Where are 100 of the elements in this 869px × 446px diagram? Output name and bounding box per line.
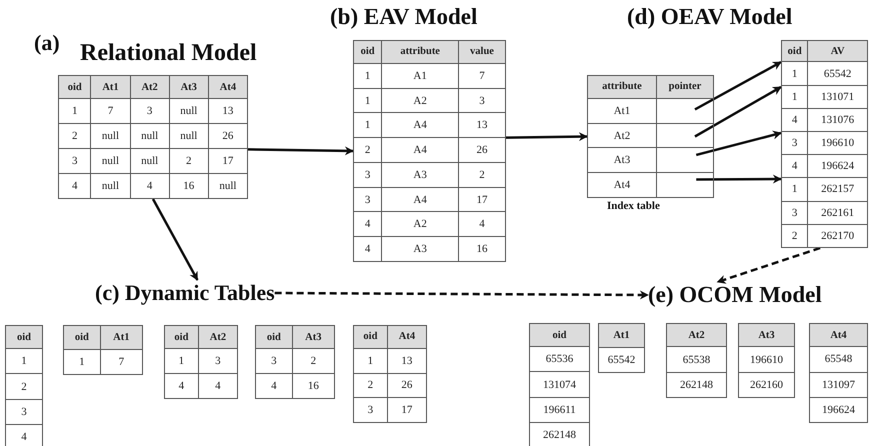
table-value: 196610 bbox=[738, 346, 794, 372]
table-value: null bbox=[90, 174, 130, 198]
table-value: 16 bbox=[458, 236, 506, 262]
table-value: 16 bbox=[169, 174, 208, 198]
column-header: At1 bbox=[100, 326, 142, 350]
table-value: 196624 bbox=[810, 397, 868, 422]
table-value: 7 bbox=[90, 98, 130, 124]
table-value: 196624 bbox=[808, 154, 868, 178]
table-value: 4 bbox=[164, 374, 198, 398]
column-header: value bbox=[458, 40, 506, 64]
column-header: oid bbox=[354, 40, 382, 64]
table-value: A3 bbox=[382, 162, 458, 188]
table-caption: Index table bbox=[607, 200, 660, 212]
data-table bbox=[58, 75, 248, 199]
column-header: At3 bbox=[169, 76, 208, 99]
table-value: 262148 bbox=[530, 422, 590, 446]
column-header: At2 bbox=[198, 326, 238, 349]
table-value: 3 bbox=[782, 131, 808, 155]
table-value: 131071 bbox=[808, 85, 868, 108]
table-value: A2 bbox=[382, 88, 458, 113]
column-header: attribute bbox=[588, 76, 656, 98]
table-value: 65538 bbox=[666, 346, 726, 372]
table-value: 3 bbox=[198, 348, 238, 374]
table-value: At4 bbox=[588, 172, 656, 198]
table-value: 3 bbox=[458, 88, 506, 113]
table-value: 262160 bbox=[738, 372, 794, 398]
table-value: 1 bbox=[354, 88, 382, 113]
table-value: 4 bbox=[458, 212, 506, 237]
panel-title: (b) EAV Model bbox=[330, 4, 478, 30]
column-header: At1 bbox=[598, 324, 644, 348]
table-value: 13 bbox=[458, 112, 506, 138]
column-header: At2 bbox=[130, 76, 170, 99]
arrow bbox=[696, 174, 782, 184]
table-value: 17 bbox=[458, 187, 506, 212]
table-value: 1 bbox=[782, 85, 808, 108]
table-value: 1 bbox=[782, 178, 808, 202]
arrow bbox=[696, 130, 782, 156]
table-value: null bbox=[130, 124, 170, 149]
table-value: 2 bbox=[169, 148, 208, 174]
table-value: 65542 bbox=[808, 62, 868, 86]
table-value: 26 bbox=[387, 373, 426, 398]
table-value: 2 bbox=[58, 124, 91, 149]
data-table bbox=[63, 325, 143, 375]
table-value: 3 bbox=[354, 187, 382, 212]
table-value: 4 bbox=[782, 154, 808, 178]
data-table bbox=[255, 325, 335, 399]
column-header: At3 bbox=[738, 324, 794, 347]
arrow bbox=[152, 198, 199, 281]
table-value: 26 bbox=[208, 124, 248, 149]
column-header: At1 bbox=[90, 76, 130, 99]
table-value: null bbox=[169, 124, 208, 149]
table-value: 1 bbox=[64, 349, 100, 374]
table-value: A2 bbox=[382, 212, 458, 237]
arrow bbox=[248, 146, 354, 156]
column-header: oid bbox=[164, 326, 198, 349]
column-header: At3 bbox=[292, 326, 334, 349]
table-value: 131097 bbox=[810, 372, 868, 398]
table-value: 131074 bbox=[530, 372, 590, 398]
table-value: 4 bbox=[130, 174, 170, 198]
panel-title: (d) OEAV Model bbox=[627, 4, 792, 30]
arrow bbox=[506, 132, 588, 142]
table-value: 1 bbox=[354, 348, 388, 374]
table-value: 2 bbox=[782, 224, 808, 248]
table-value: 1 bbox=[58, 98, 91, 124]
table-value: 1 bbox=[354, 63, 382, 88]
table-value: 3 bbox=[354, 162, 382, 188]
table-value: 3 bbox=[782, 201, 808, 224]
table-value: 4 bbox=[782, 108, 808, 132]
table-value: 3 bbox=[6, 399, 42, 424]
table-value: At1 bbox=[588, 98, 656, 124]
dashed-arrow bbox=[274, 290, 649, 300]
table-value: A4 bbox=[382, 187, 458, 212]
column-header: oid bbox=[64, 326, 100, 350]
table-value: 2 bbox=[6, 374, 42, 400]
data-table bbox=[781, 40, 868, 248]
table-value: 65542 bbox=[598, 347, 644, 372]
panel-letter: (a) bbox=[34, 30, 60, 56]
table-value: null bbox=[130, 148, 170, 174]
table-value: 1 bbox=[354, 112, 382, 138]
table-value: null bbox=[208, 174, 248, 198]
column-header: At4 bbox=[208, 76, 248, 99]
table-value: 3 bbox=[130, 98, 170, 124]
data-table bbox=[598, 323, 645, 373]
data-table bbox=[353, 325, 427, 423]
column-header: AV bbox=[808, 40, 868, 62]
column-header: attribute bbox=[382, 40, 458, 64]
arrow bbox=[694, 60, 782, 111]
table-value: 262170 bbox=[808, 224, 868, 248]
table-value: 196611 bbox=[530, 397, 590, 422]
table-value: A1 bbox=[382, 63, 458, 88]
column-header: oid bbox=[6, 326, 42, 349]
arrow bbox=[694, 86, 782, 138]
column-header: oid bbox=[782, 40, 808, 62]
table-value: A4 bbox=[382, 138, 458, 162]
table-value: 65548 bbox=[810, 346, 868, 372]
data-table bbox=[809, 323, 868, 423]
table-value: 17 bbox=[208, 148, 248, 174]
table-value: 262157 bbox=[808, 178, 868, 202]
table-value: 262148 bbox=[666, 372, 726, 398]
table-value: 131076 bbox=[808, 108, 868, 132]
